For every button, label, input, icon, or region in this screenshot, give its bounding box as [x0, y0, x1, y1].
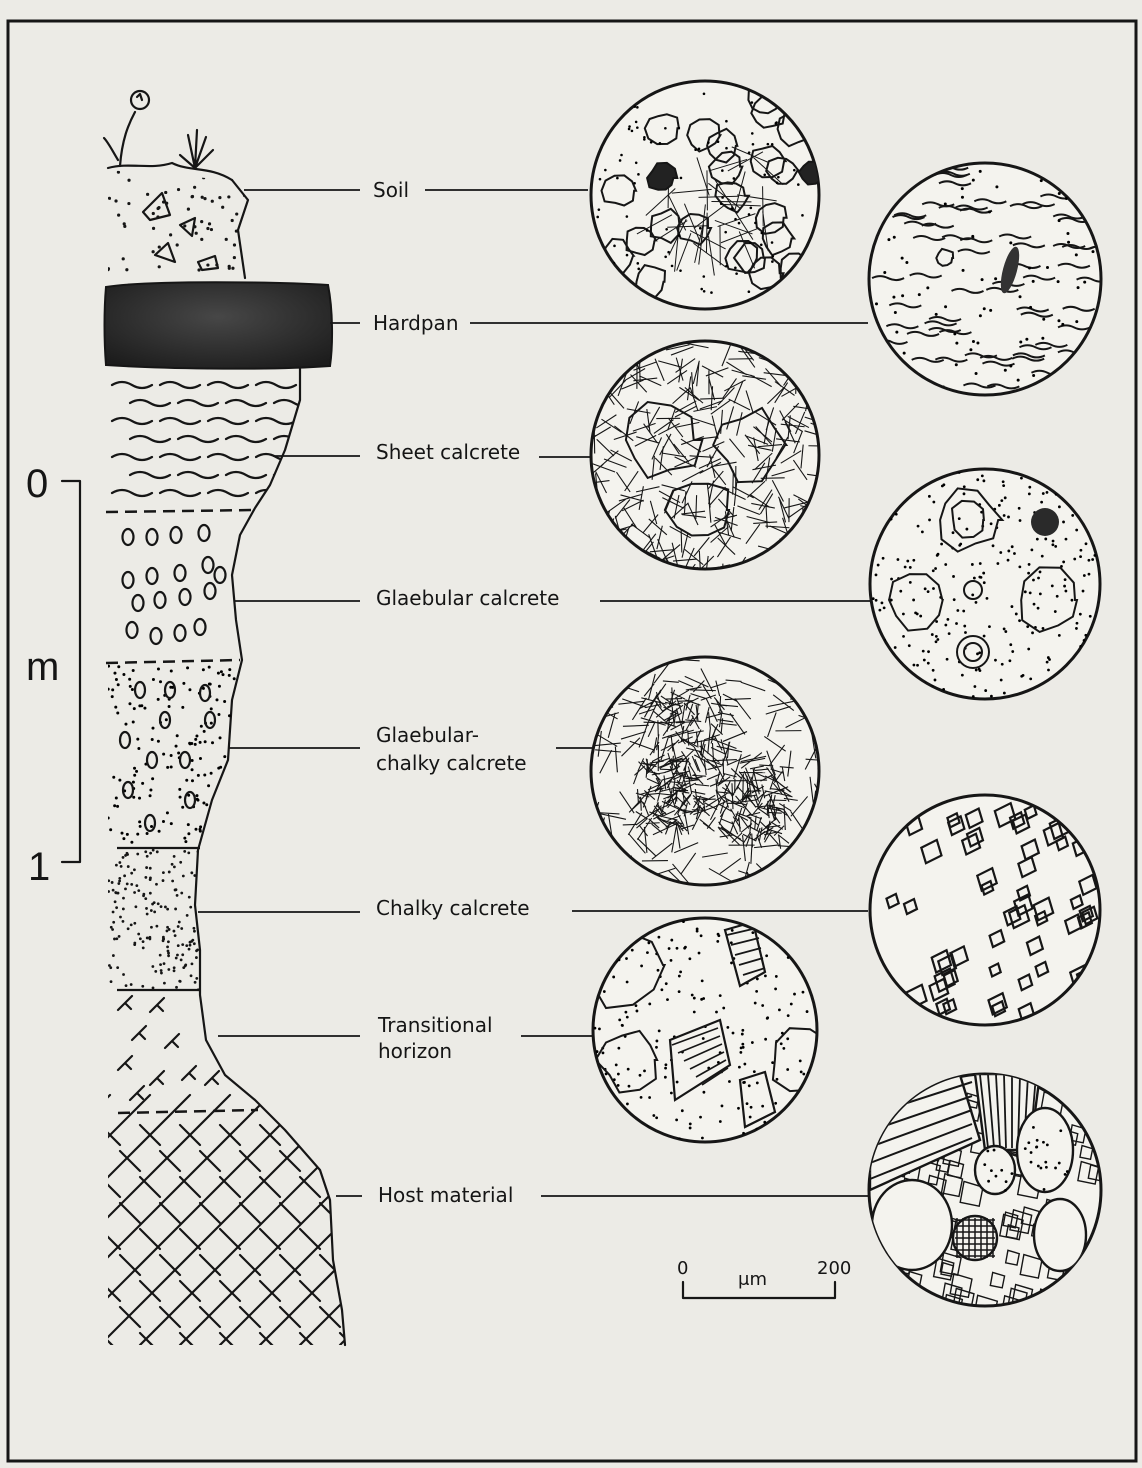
- micro-chalky-calcrete: [870, 795, 1105, 1025]
- depth-unit-label: m: [26, 645, 59, 689]
- plant-icon: [104, 91, 213, 168]
- label-glaebular-calcrete: Glaebular calcrete: [376, 586, 559, 610]
- micro-host-material: [869, 1074, 1119, 1321]
- label-host-material: Host material: [378, 1183, 513, 1207]
- micro-transitional: [587, 917, 831, 1142]
- label-transitional-line2: horizon: [378, 1039, 452, 1063]
- transitional-pattern: [118, 996, 219, 1100]
- soil-pattern: [106, 171, 246, 272]
- sheet-calcrete-pattern: [112, 382, 314, 496]
- scale-min-label: 0: [677, 1258, 688, 1279]
- micro-scale-bar: 0 μm 200: [677, 1258, 851, 1298]
- depth-label-bottom: 1: [28, 845, 50, 889]
- depth-scale: 0 m 1: [26, 462, 80, 889]
- glaebular-pattern: [123, 525, 226, 644]
- micro-glaebular-chalky: [579, 657, 841, 909]
- label-glaebular-chalky-line1: Glaebular-: [376, 723, 479, 747]
- micro-sheet-calcrete: [580, 341, 840, 591]
- scale-unit-label: μm: [738, 1269, 767, 1290]
- micro-hardpan: [868, 162, 1130, 395]
- scale-max-label: 200: [817, 1258, 851, 1279]
- glaebular-chalky-pattern: [107, 665, 236, 849]
- label-soil: Soil: [373, 178, 409, 202]
- micro-glaebular-calcrete: [869, 468, 1100, 700]
- label-sheet-calcrete: Sheet calcrete: [376, 440, 520, 464]
- micro-soil: [591, 80, 825, 309]
- ground-surface: [108, 163, 232, 180]
- label-chalky-calcrete: Chalky calcrete: [376, 896, 530, 920]
- horizon-solid-boundaries: [117, 848, 200, 990]
- label-glaebular-chalky-line2: chalky calcrete: [376, 751, 527, 775]
- label-transitional-line1: Transitional: [377, 1013, 493, 1037]
- depth-label-top: 0: [26, 462, 48, 506]
- label-hardpan: Hardpan: [373, 311, 459, 335]
- chalky-pattern: [107, 849, 206, 991]
- depth-bracket: [62, 481, 80, 862]
- hardpan-layer: [105, 282, 333, 368]
